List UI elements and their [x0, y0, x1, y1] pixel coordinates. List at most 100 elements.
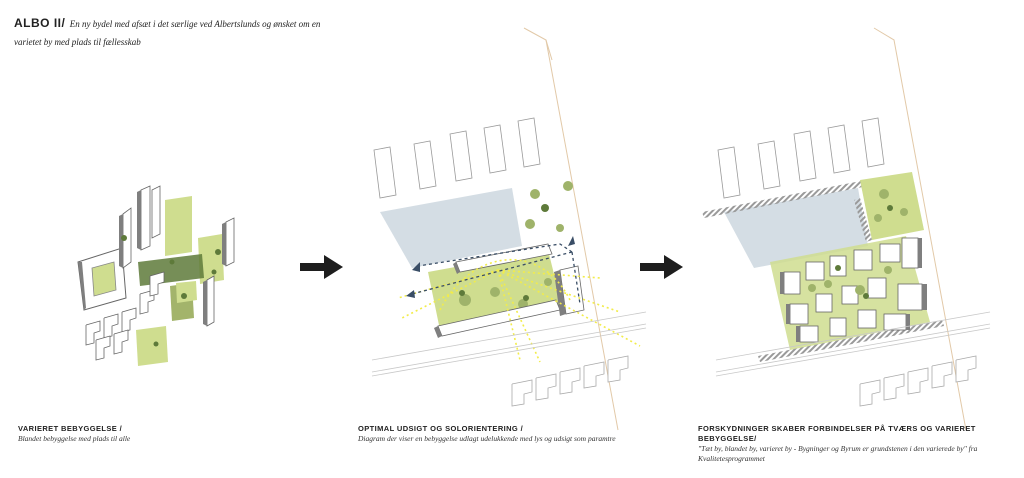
courtyard	[91, 261, 117, 297]
existing-house	[955, 355, 977, 383]
building-row-shadow	[434, 326, 442, 338]
tree-icon	[556, 224, 564, 232]
tree-icon	[544, 278, 552, 286]
green-area	[198, 234, 224, 284]
existing-house	[883, 373, 905, 401]
panel2-diagram	[371, 27, 647, 431]
building-shadow	[918, 238, 922, 268]
sun-ray	[497, 269, 521, 361]
site-boundary	[545, 39, 553, 61]
page-subtitle: En ny bydel med afsæt i det særlige ved …	[14, 19, 321, 47]
building-block	[857, 309, 877, 329]
building-block	[867, 277, 887, 299]
house	[85, 320, 101, 346]
building-block	[897, 283, 923, 311]
sun-ray	[497, 269, 641, 347]
existing-house	[859, 379, 881, 407]
tree-icon	[879, 189, 889, 199]
existing-building	[717, 146, 741, 199]
tree-icon	[900, 208, 908, 216]
building-block	[789, 303, 809, 325]
existing-building	[757, 140, 781, 190]
view-arrow-head	[412, 262, 420, 272]
tower	[206, 275, 215, 327]
tree-icon	[459, 290, 465, 296]
existing-building	[827, 124, 851, 174]
existing-building	[373, 146, 397, 199]
existing-building	[861, 117, 885, 168]
existing-house	[511, 379, 533, 407]
panel3-diagram	[702, 27, 991, 431]
building-block	[841, 285, 859, 305]
existing-house	[559, 367, 581, 395]
tower	[151, 185, 161, 239]
building-block	[901, 237, 919, 269]
caption-text: Diagram der viser en bebyggelse udlagt u…	[358, 434, 616, 443]
green-area	[136, 326, 168, 366]
house	[95, 335, 111, 361]
sun-arc	[439, 258, 571, 311]
site-boundary	[873, 27, 967, 431]
view-arrow-head	[406, 290, 415, 298]
existing-building	[413, 140, 437, 190]
building-shadow	[780, 272, 784, 294]
tower-shadow	[222, 222, 226, 266]
building-row-shadow	[453, 262, 460, 274]
tree-icon	[855, 285, 865, 295]
road-line	[371, 327, 647, 377]
caption-panel-3: FORSKYDNINGER SKABER FORBINDELSER PÅ TVÆ…	[698, 424, 1014, 464]
arrow-2	[640, 255, 683, 279]
existing-house	[607, 355, 629, 383]
existing-house	[907, 367, 929, 395]
building-block	[805, 261, 825, 281]
tree-icon	[530, 189, 540, 199]
building-shadow	[906, 314, 910, 330]
caption-panel-1: VARIERET BEBYGGELSE / Blandet bebyggelse…	[18, 424, 318, 444]
existing-building	[483, 124, 507, 174]
caption-text: "Tæt by, blandet by, varieret by - Bygni…	[698, 444, 978, 463]
tree-icon	[169, 259, 175, 265]
panel1-diagram	[77, 185, 235, 366]
page-title: ALBO II/	[14, 16, 66, 30]
tree-icon	[215, 249, 221, 255]
plaza	[724, 188, 868, 268]
existing-house	[583, 361, 605, 389]
building-shadow	[922, 284, 927, 310]
green-area	[176, 281, 197, 303]
tower	[225, 217, 235, 267]
arrow-shaft	[640, 263, 666, 271]
view-arrow-head	[568, 236, 575, 246]
tree-icon	[808, 284, 816, 292]
house	[113, 329, 129, 355]
sun-ray	[497, 269, 601, 279]
tower-shadow	[554, 270, 566, 316]
existing-building	[517, 117, 541, 168]
tree-icon	[211, 269, 217, 275]
arrow-head	[324, 255, 343, 279]
tower-shadow	[203, 280, 207, 326]
caption-heading: FORSKYDNINGER SKABER FORBINDELSER PÅ TVÆ…	[698, 424, 976, 443]
existing-building	[793, 130, 817, 182]
caption-panel-2: OPTIMAL UDSIGT OG SOLORIENTERING / Diagr…	[358, 424, 658, 444]
tower-shadow	[137, 190, 141, 250]
road-line	[371, 311, 647, 361]
road-line	[715, 323, 991, 373]
tree-icon	[459, 294, 471, 306]
caption-heading: VARIERET BEBYGGELSE /	[18, 424, 123, 433]
house	[121, 307, 137, 333]
arrow-1	[300, 255, 343, 279]
existing-house	[931, 361, 953, 389]
tree-icon	[884, 266, 892, 274]
building-block	[853, 249, 873, 271]
house	[149, 271, 165, 297]
tree-icon	[523, 295, 529, 301]
road-line	[715, 311, 991, 361]
tree-icon	[490, 287, 500, 297]
sun-ray	[497, 269, 621, 313]
tree-icon	[863, 293, 869, 299]
road-line	[371, 323, 647, 373]
tower-shadow	[119, 214, 123, 268]
hatched-path	[854, 198, 872, 242]
arrow-head	[664, 255, 683, 279]
